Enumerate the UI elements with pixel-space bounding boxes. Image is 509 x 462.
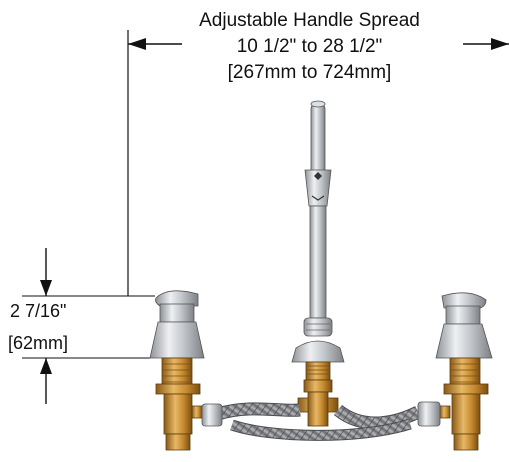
spread-metric: [267mm to 724mm] [227,62,392,83]
right-handle-valve [417,292,493,451]
height-imperial: 2 7/16" [10,301,67,321]
supply-hoses [216,402,421,441]
spread-dimension [127,30,509,296]
height-metric: [62mm] [8,333,69,353]
left-handle-valve [149,290,223,451]
spread-title: Adjustable Handle Spread [199,10,420,31]
spread-imperial: 10 1/2" to 28 1/2" [236,36,383,57]
spout [291,100,345,427]
height-dimension [22,248,155,404]
